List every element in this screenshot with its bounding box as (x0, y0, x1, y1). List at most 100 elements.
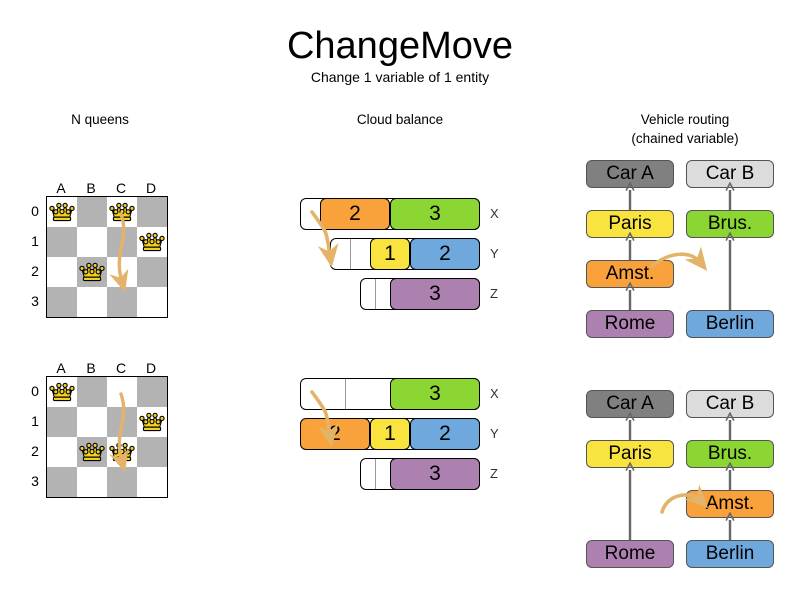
cloud-process-label: 3 (429, 202, 441, 225)
board-cell[interactable] (77, 227, 107, 257)
queen-piece[interactable] (107, 437, 137, 467)
vrp-node-paris[interactable]: Paris (586, 440, 674, 468)
cloud-process-block[interactable]: 2 (410, 418, 480, 450)
board-column-label: A (56, 360, 66, 376)
board-cell[interactable] (77, 467, 107, 497)
board-cell[interactable] (77, 377, 107, 407)
board-row-label: 2 (31, 443, 39, 459)
vrp-node-rome[interactable]: Rome (586, 540, 674, 568)
board-cell[interactable] (47, 437, 77, 467)
vrp-heading-line1: Vehicle routing (640, 112, 730, 127)
page-title: ChangeMove (286, 25, 514, 67)
vrp-node-cara[interactable]: Car A (586, 390, 674, 418)
cloud-process-block[interactable]: 3 (390, 378, 480, 410)
board-cell[interactable] (137, 287, 167, 317)
board-grid[interactable] (46, 376, 168, 498)
vrp-node-label: Paris (608, 213, 652, 234)
cloud-computer-row[interactable]: 3 (360, 458, 480, 490)
vrp-node-cara[interactable]: Car A (586, 160, 674, 188)
cloud-computer-label: X (490, 206, 499, 221)
board-cell[interactable] (47, 407, 77, 437)
board-cell[interactable] (107, 407, 137, 437)
cloud-process-block[interactable]: 2 (320, 198, 390, 230)
cloud-process-label: 3 (429, 382, 441, 405)
section-heading-vehicle-routing: Vehicle routing (chained variable) (590, 110, 780, 148)
board-row-label: 1 (31, 233, 39, 249)
queen-piece[interactable] (137, 407, 167, 437)
board-cell[interactable] (137, 197, 167, 227)
cloud-track-divider (350, 239, 351, 269)
board-cell[interactable] (137, 377, 167, 407)
board-cell[interactable] (77, 287, 107, 317)
board-grid[interactable] (46, 196, 168, 318)
cloud-track-divider (345, 379, 346, 409)
vrp-node-label: Car B (705, 393, 755, 414)
board-cell[interactable] (77, 197, 107, 227)
queen-piece[interactable] (77, 257, 107, 287)
board-cell[interactable] (47, 467, 77, 497)
cloud-computer-label: Y (490, 426, 499, 441)
board-cell[interactable] (47, 287, 77, 317)
queen-piece[interactable] (77, 437, 107, 467)
vrp-node-berlin[interactable]: Berlin (686, 310, 774, 338)
vrp-node-amst[interactable]: Amst. (586, 260, 674, 288)
cloud-process-block[interactable]: 2 (300, 418, 370, 450)
board-cell[interactable] (47, 257, 77, 287)
vrp-node-carb[interactable]: Car B (686, 160, 774, 188)
board-cell[interactable] (107, 257, 137, 287)
vrp-node-label: Car A (606, 393, 654, 414)
cloud-computer-row[interactable]: 3 (360, 278, 480, 310)
vrp-node-brus[interactable]: Brus. (686, 440, 774, 468)
board-cell[interactable] (137, 437, 167, 467)
cloud-process-block[interactable]: 3 (390, 278, 480, 310)
cloud-process-label: 3 (429, 462, 441, 485)
board-cell[interactable] (47, 227, 77, 257)
cloud-computer-row[interactable]: 3 (300, 378, 480, 410)
board-column-label: C (115, 180, 127, 196)
cloud-process-block[interactable]: 1 (370, 418, 410, 450)
vrp-node-rome[interactable]: Rome (586, 310, 674, 338)
vrp-node-brus[interactable]: Brus. (686, 210, 774, 238)
vrp-node-label: Berlin (705, 543, 755, 564)
vrp-node-berlin[interactable]: Berlin (686, 540, 774, 568)
board-cell[interactable] (77, 407, 107, 437)
cloud-computer-label: X (490, 386, 499, 401)
queen-piece[interactable] (47, 197, 77, 227)
queen-piece[interactable] (107, 197, 137, 227)
cloud-process-block[interactable]: 3 (390, 198, 480, 230)
cloud-process-label: 2 (439, 242, 451, 265)
cloud-track-divider (375, 279, 376, 309)
vrp-node-amst[interactable]: Amst. (686, 490, 774, 518)
vrp-node-paris[interactable]: Paris (586, 210, 674, 238)
board-cell[interactable] (107, 467, 137, 497)
cloud-process-block[interactable]: 3 (390, 458, 480, 490)
cloud-process-block[interactable]: 2 (410, 238, 480, 270)
vrp-node-carb[interactable]: Car B (686, 390, 774, 418)
page-subtitle: Change 1 variable of 1 entity (310, 69, 490, 85)
board-cell[interactable] (107, 287, 137, 317)
vrp-node-label: Berlin (705, 313, 755, 334)
cloud-track-divider (375, 459, 376, 489)
board-cell[interactable] (137, 257, 167, 287)
vrp-node-label: Rome (604, 313, 656, 334)
section-heading-nqueens: N queens (71, 112, 129, 127)
queen-piece[interactable] (47, 377, 77, 407)
board-cell[interactable] (107, 227, 137, 257)
board-cell[interactable] (137, 467, 167, 497)
cloud-computer-label: Y (490, 246, 499, 261)
board-row-label: 0 (31, 203, 39, 219)
section-heading-cloud: Cloud balance (356, 112, 444, 127)
queen-piece[interactable] (137, 227, 167, 257)
board-column-label: B (86, 180, 96, 196)
board-cell[interactable] (107, 377, 137, 407)
cloud-process-block[interactable]: 1 (370, 238, 410, 270)
